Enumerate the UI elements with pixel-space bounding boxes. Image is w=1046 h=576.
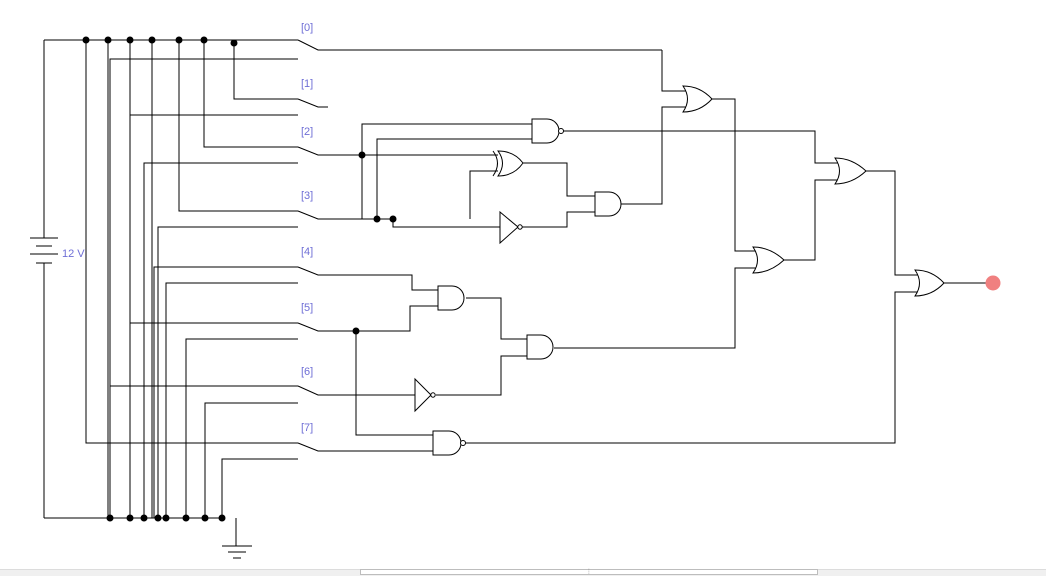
switch-4-label: [4] bbox=[301, 246, 313, 258]
or-gate-final[interactable] bbox=[914, 269, 945, 297]
switch-3[interactable]: [3] bbox=[297, 190, 393, 220]
battery[interactable]: 12 V bbox=[30, 40, 85, 518]
xor-gate[interactable] bbox=[492, 150, 524, 177]
or-gate-0[interactable] bbox=[682, 85, 713, 113]
switch-4[interactable]: [4] bbox=[297, 246, 440, 291]
switch-1[interactable]: [1] bbox=[297, 78, 328, 108]
switch-7[interactable]: [7] bbox=[297, 422, 433, 452]
not-gate-1[interactable] bbox=[499, 210, 523, 245]
scrollbar-grip-icon: ⋮ bbox=[586, 568, 592, 575]
switch-0[interactable]: [0] bbox=[297, 22, 662, 51]
switch-2[interactable]: [2] bbox=[297, 126, 498, 156]
switch-6-label: [6] bbox=[301, 366, 313, 378]
and-gate-3[interactable] bbox=[437, 285, 465, 311]
switch-7-label: [7] bbox=[301, 422, 313, 434]
switch-5-label: [5] bbox=[301, 302, 313, 314]
battery-label: 12 V bbox=[62, 248, 85, 260]
switch-6[interactable]: [6] bbox=[297, 366, 415, 396]
and-gate-4[interactable] bbox=[526, 334, 554, 360]
and-gate-2[interactable] bbox=[594, 191, 622, 217]
logic-junction-dots bbox=[352, 151, 397, 335]
switch-1-label: [1] bbox=[301, 78, 313, 90]
or-gate-1[interactable] bbox=[752, 246, 785, 274]
switch-5[interactable]: [5] bbox=[297, 302, 356, 332]
supply-rails bbox=[44, 39, 298, 519]
switch-0-label: [0] bbox=[301, 22, 313, 34]
bus-junction-dots bbox=[82, 36, 238, 522]
switch-2-label: [2] bbox=[301, 126, 313, 138]
or-gate-2[interactable] bbox=[834, 157, 867, 185]
not-gate-2[interactable] bbox=[414, 377, 436, 413]
nand-gate-1[interactable] bbox=[531, 118, 564, 144]
logic-wiring bbox=[355, 50, 986, 444]
output-led-icon[interactable] bbox=[985, 275, 1001, 291]
switch-3-label: [3] bbox=[301, 190, 313, 202]
ground-icon bbox=[222, 518, 252, 559]
nand-gate-2[interactable] bbox=[432, 430, 466, 456]
